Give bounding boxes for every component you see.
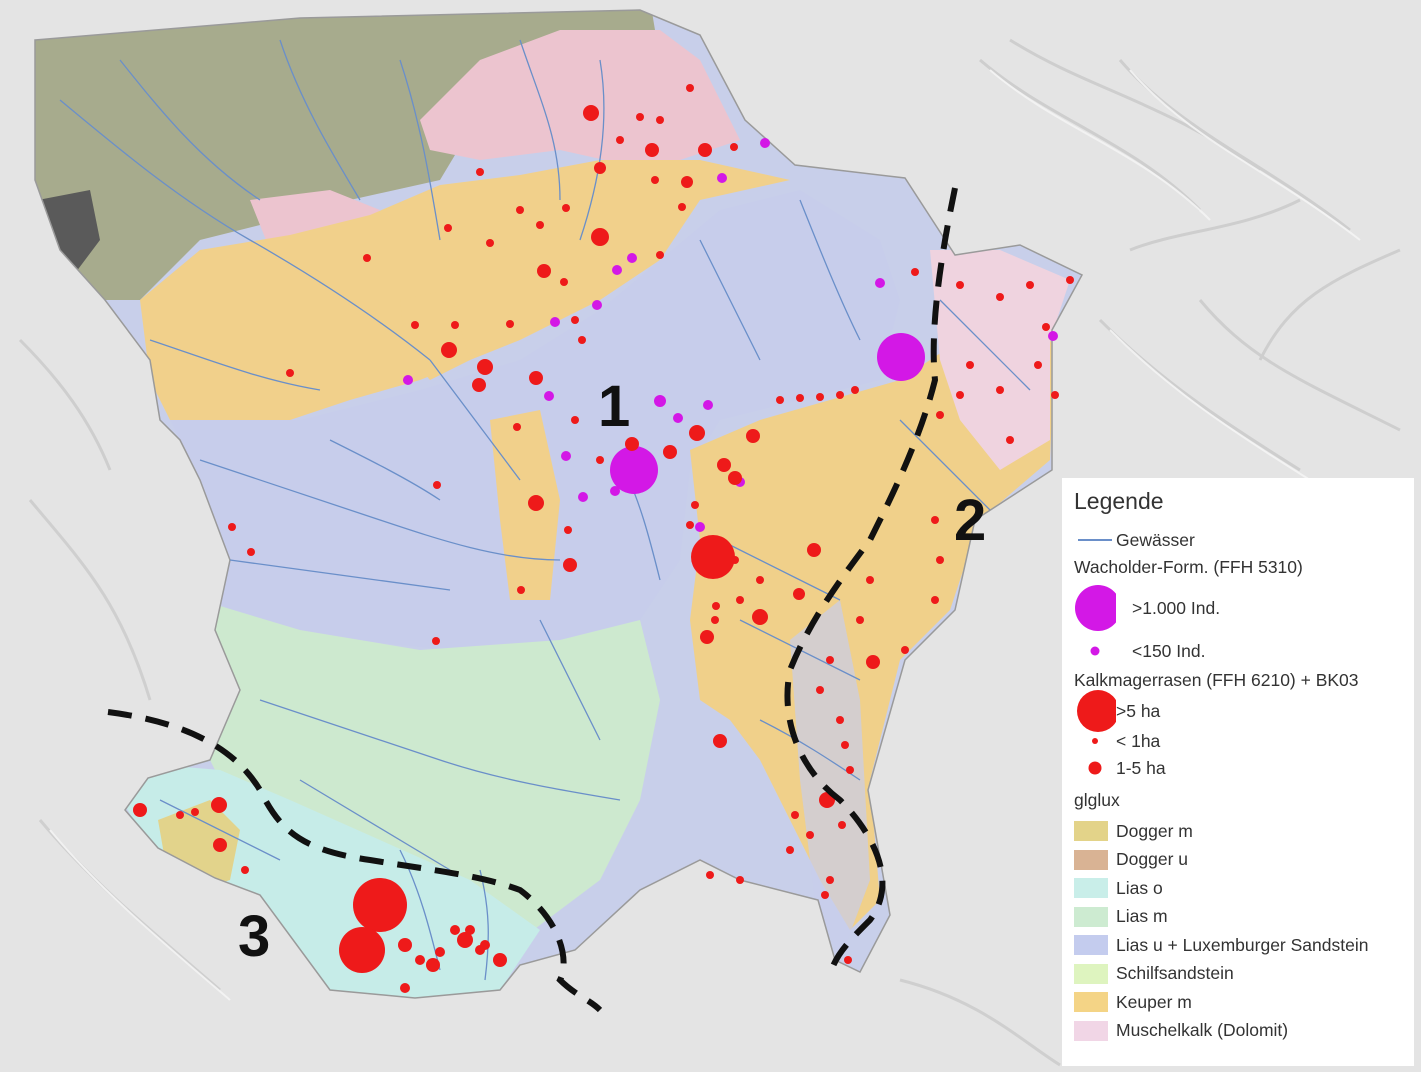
- legend-label-water: Gewässer: [1116, 529, 1195, 550]
- legend-item-grassland-small: < 1ha: [1074, 729, 1404, 753]
- legend-label-grassland-medium: 1-5 ha: [1116, 757, 1166, 778]
- legend-label-juniper-large: >1.000 Ind.: [1132, 597, 1221, 618]
- juniper-marker-large: [877, 333, 925, 381]
- boundary-line-east: [784, 187, 958, 976]
- boundary-line-southwest: [107, 709, 603, 1013]
- legend-geology-list: Dogger m Dogger u Lias o Lias m Lias u +…: [1074, 817, 1404, 1045]
- lias-o-swatch: [1074, 878, 1108, 899]
- legend-label-juniper-small: <150 Ind.: [1132, 640, 1206, 661]
- dogger-u-swatch: [1074, 849, 1108, 870]
- study-area-outline: [34, 9, 1084, 999]
- legend-item-grassland-medium: 1-5 ha: [1074, 753, 1404, 783]
- schilfsandstein-swatch: [1074, 963, 1108, 984]
- grassland-marker-large: [691, 535, 735, 579]
- legend-item-lias-o: Lias o: [1074, 874, 1404, 903]
- legend-heading-juniper: Wacholder-Form. (FFH 5310): [1074, 557, 1303, 577]
- region-label-2: 2: [954, 488, 987, 553]
- river-network: [59, 39, 1031, 981]
- legend-item-lias-m: Lias m: [1074, 903, 1404, 932]
- muschelkalk-swatch: [1074, 1020, 1108, 1041]
- water-line-icon: [1074, 538, 1116, 542]
- legend-label-grassland-small: < 1ha: [1116, 730, 1161, 751]
- legend-item-grassland-large: >5 ha: [1074, 690, 1404, 732]
- legend-item-muschelkalk-dolomit: Muschelkalk (Dolomit): [1074, 1017, 1404, 1046]
- legend-item-lias-u-luxemburger-sandstein: Lias u + Luxemburger Sandstein: [1074, 931, 1404, 960]
- juniper-markers: [403, 138, 1058, 532]
- juniper-marker-large: [610, 446, 658, 494]
- legend-item-schilfsandstein: Schilfsandstein: [1074, 960, 1404, 989]
- grassland-marker-large: [353, 878, 407, 932]
- juniper-small-marker-icon: [1074, 645, 1116, 657]
- legend-label-lias-m: Lias m: [1116, 906, 1168, 927]
- region-label-3: 3: [238, 904, 271, 969]
- terrain-shadows: [49, 69, 1361, 1001]
- keuper-m-swatch: [1074, 992, 1108, 1013]
- geology-keuper-east: [690, 300, 1055, 930]
- grassland-markers: [133, 84, 1074, 993]
- legend-label-lias-o: Lias o: [1116, 877, 1163, 898]
- lias-u-swatch: [1074, 935, 1108, 956]
- legend-label-lias-u: Lias u + Luxemburger Sandstein: [1116, 934, 1369, 955]
- legend-label-dogger-u: Dogger u: [1116, 849, 1188, 870]
- legend-label-dogger-m: Dogger m: [1116, 820, 1193, 841]
- grassland-large-marker-icon: [1074, 689, 1116, 733]
- geology-keuper-north: [140, 160, 790, 420]
- grassland-small-marker-icon: [1074, 736, 1116, 746]
- dogger-m-swatch: [1074, 821, 1108, 842]
- legend-item-dogger-m: Dogger m: [1074, 817, 1404, 846]
- legend-item-juniper-large: >1.000 Ind.: [1074, 581, 1404, 635]
- legend-label-grassland-large: >5 ha: [1116, 700, 1161, 721]
- legend-item-water: Gewässer: [1074, 527, 1404, 553]
- grassland-medium-marker-icon: [1074, 760, 1116, 776]
- legend-heading-geology: glglux: [1074, 790, 1120, 810]
- legend-label-muschelkalk: Muschelkalk (Dolomit): [1116, 1020, 1289, 1041]
- region-boundaries: [107, 187, 958, 1013]
- legend-label-schilfsandstein: Schilfsandstein: [1116, 963, 1234, 984]
- legend-label-keuper-m: Keuper m: [1116, 991, 1192, 1012]
- legend-heading-grassland: Kalkmagerrasen (FFH 6210) + BK03: [1074, 670, 1359, 690]
- legend-panel: Legende Gewässer Wacholder-Form. (FFH 53…: [1062, 478, 1414, 1066]
- lias-m-swatch: [1074, 906, 1108, 927]
- geology-lias-m-south: [180, 600, 660, 940]
- geology-muschelkalk-north: [420, 30, 740, 170]
- legend-item-dogger-u: Dogger u: [1074, 846, 1404, 875]
- legend-item-keuper-m: Keuper m: [1074, 988, 1404, 1017]
- juniper-large-marker-icon: [1074, 584, 1116, 632]
- grassland-marker-large: [339, 927, 385, 973]
- legend-title: Legende: [1074, 488, 1164, 514]
- legend-item-juniper-small: <150 Ind.: [1074, 635, 1404, 667]
- region-label-1: 1: [598, 374, 631, 439]
